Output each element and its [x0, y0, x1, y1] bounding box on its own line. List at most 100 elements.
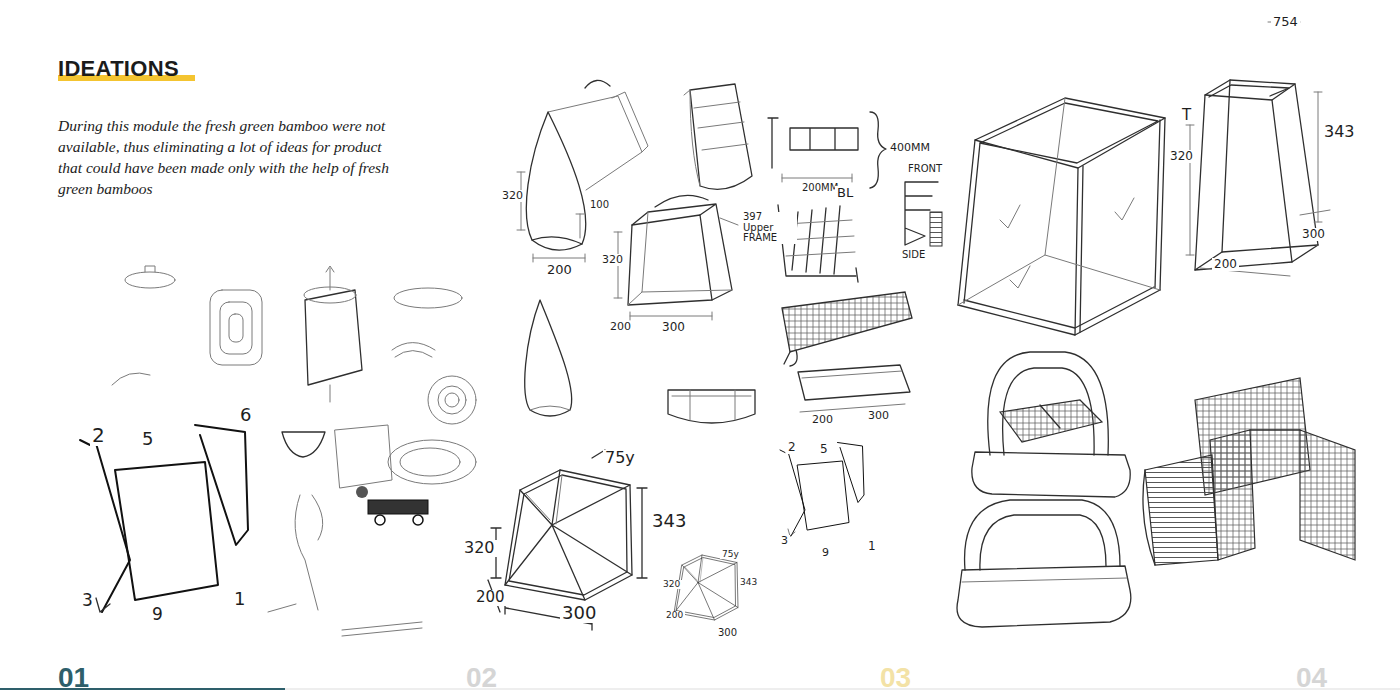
early-ideas-sketch: [413, 515, 423, 525]
dimension-label: 300: [1300, 228, 1327, 241]
dimension-label: 9: [820, 547, 831, 559]
dimension-label: 320: [462, 540, 497, 557]
tapered-frame-sketch: [958, 290, 1160, 335]
teardrop-bag-sketch: [533, 254, 585, 262]
rotated-bag-sketch: [684, 90, 748, 150]
rotated-bag-sketch: [690, 90, 700, 186]
early-ideas-sketch: [220, 302, 252, 354]
frame-bag-sketch: [614, 195, 738, 320]
front-side-sketch: [930, 212, 942, 246]
hex-frame-sketch: [488, 450, 647, 630]
bamboo-bar-sketch: [768, 118, 778, 168]
early-ideas-sketch: [395, 351, 432, 358]
narrow-frame-sketch: [1186, 125, 1194, 255]
page-number: 01: [58, 664, 89, 692]
woven-box-sketch: [1145, 455, 1218, 565]
dimension-label: FRONT: [906, 164, 944, 175]
tapered-frame-sketch: [958, 98, 1165, 335]
handled-basket-sketch: [1040, 405, 1060, 428]
narrow-frame-sketch: [1195, 80, 1318, 270]
page-title: IDEATIONS: [58, 57, 179, 81]
dimension-label: 3: [779, 535, 790, 547]
dimension-label: 75y: [720, 550, 741, 559]
teardrop-bag-sketch: [576, 214, 584, 238]
dimension-label: SIDE: [900, 250, 927, 261]
dimension-label: 754: [1271, 15, 1300, 29]
early-ideas-sketch: [342, 622, 422, 636]
dimension-label: 5: [140, 430, 155, 449]
page-number: 03: [880, 664, 911, 692]
dimension-label: 300: [866, 410, 891, 422]
dimension-label: 343: [738, 578, 759, 587]
teardrop-bag-sketch: [532, 237, 582, 244]
dimension-label: 5: [818, 443, 830, 456]
early-ideas-sketch: [282, 432, 325, 457]
early-ideas-sketch: [428, 376, 476, 424]
frame-bag-sketch: [630, 312, 712, 320]
dimension-label: 200: [664, 611, 685, 620]
dimension-label: 75y: [603, 450, 637, 467]
rotated-bag-sketch: [690, 84, 752, 189]
frame-bag-sketch: [655, 195, 708, 207]
narrow-frame-sketch: [1205, 80, 1295, 100]
tray-sketch: [668, 390, 755, 423]
handled-basket-sketch: [972, 452, 1130, 497]
dimension-label: 9: [150, 606, 165, 624]
intro-caption: During this module the fresh green bambo…: [58, 115, 403, 199]
early-ideas-sketch: [392, 343, 435, 351]
page-rule: [285, 689, 1400, 690]
handled-basket-sketch: [980, 515, 1106, 570]
tapered-frame-sketch: [975, 98, 1165, 168]
dimension-label: 200: [1212, 258, 1239, 271]
rotated-bag-sketch: [684, 84, 752, 189]
woven-basket-sketch: [782, 292, 912, 352]
early-ideas-sketch: [394, 288, 462, 308]
dimension-label: 100: [588, 200, 611, 211]
front-side-sketch: [905, 182, 942, 246]
handled-basket-sketch: [965, 500, 1120, 570]
dimension-label: 300: [660, 321, 687, 334]
dimension-label: 200: [474, 590, 507, 606]
tapered-frame-sketch: [958, 98, 1160, 305]
handled-basket-sketch: [957, 566, 1131, 627]
handled-basket-sketch: [957, 352, 1131, 627]
teardrop-bag-sketch: [585, 80, 610, 88]
narrow-frame-sketch: [1314, 92, 1322, 222]
dimension-label: 2: [90, 425, 107, 446]
dimension-label: 320: [1168, 150, 1195, 163]
narrow-frame-sketch: [1209, 85, 1289, 97]
page-number: 04: [1296, 664, 1327, 692]
dimension-label: 200: [810, 414, 835, 426]
woven-basket-sketch: [784, 350, 797, 366]
tapered-frame-sketch: [1000, 198, 1134, 288]
flat-tray-sketch: [798, 365, 910, 412]
early-ideas-sketch: [145, 266, 155, 272]
tray-sketch: [672, 390, 751, 420]
early-ideas-sketch: [368, 500, 428, 514]
dimension-label: 320: [600, 254, 625, 266]
page-rule-active: [0, 688, 285, 690]
teardrop-bag-sketch: [612, 92, 648, 152]
tapered-frame-sketch: [958, 118, 1165, 335]
teardrop-sketch: [530, 406, 570, 410]
woven-box-sketch: [1143, 430, 1300, 565]
early-ideas-sketch: [400, 448, 460, 476]
early-ideas-sketch: [210, 290, 262, 365]
tapered-frame-sketch: [964, 287, 1154, 328]
flat-tray-sketch: [798, 365, 910, 400]
dimension-label: 200: [545, 263, 574, 277]
woven-box-sketch: [1300, 430, 1355, 560]
dimension-label: 300: [716, 628, 739, 639]
dimension-label: 2: [786, 441, 798, 454]
early-ideas-sketch: [326, 266, 334, 402]
handled-basket-sketch: [962, 578, 1127, 582]
narrow-frame-sketch: [1195, 245, 1318, 270]
early-ideas-sketch: [438, 386, 466, 414]
dimension-label: 1: [232, 590, 247, 609]
early-ideas-sketch: [375, 515, 385, 525]
angled-stool-sketch-small: [780, 443, 864, 537]
dimension-label: 343: [650, 512, 688, 531]
dimension-label: 3: [80, 592, 95, 610]
frame-bag-sketch: [628, 212, 732, 305]
